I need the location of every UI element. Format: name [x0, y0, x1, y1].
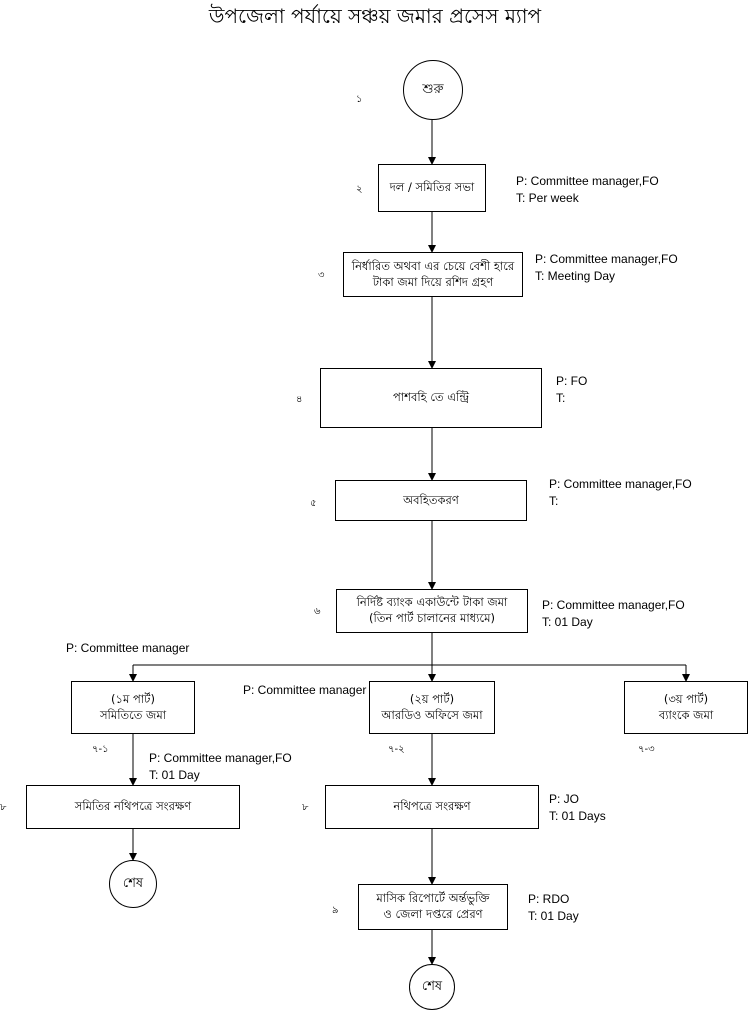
part-1-box: (১ম পার্ট) সমিতিতে জমা: [71, 681, 195, 734]
step-2-notes: P: Committee manager,FO T: Per week: [516, 173, 659, 208]
part-3-line-1: (৩য় পার্ট): [663, 691, 709, 706]
left-step-8-label: সমিতির নথিপত্রে সংরক্ষণ: [74, 799, 192, 814]
step-6-box: নির্দিষ্ট ব্যাংক একাউন্টে টাকা জমা (তিন …: [336, 589, 528, 633]
branch-note-left: P: Committee manager: [66, 641, 190, 655]
step-4-notes: P: FO T:: [556, 373, 587, 408]
step-5-label: অবহিতকরণ: [403, 492, 459, 507]
part-3-box: (৩য় পার্ট) ব্যাংকে জমা: [624, 681, 748, 734]
mid-step-8-label: নথিপত্রে সংরক্ষণ: [393, 799, 471, 814]
step-5-box: অবহিতকরণ: [335, 480, 527, 521]
part-2-box: (২য় পার্ট) আরডিও অফিসে জমা: [369, 681, 495, 734]
step-number-2: ২: [356, 184, 363, 195]
left-branch-time: T: 01 Day: [149, 768, 200, 783]
mid-step-9-box: মাসিক রিপোর্টে অর্ন্তভুক্তি ও জেলা দপ্তর…: [358, 884, 508, 930]
step-3-line-2: টাকা জমা দিয়ে রশিদ গ্রহণ: [372, 274, 494, 289]
step-3-time: T: Meeting Day: [535, 269, 616, 284]
step-2-time: T: Per week: [516, 191, 579, 206]
step-6-time: T: 01 Day: [542, 615, 593, 630]
step-5-time: T:: [549, 494, 559, 509]
step-2-label: দল / সমিতির সভা: [389, 180, 475, 195]
part-1-line-2: সমিতিতে জমা: [99, 707, 167, 722]
step-4-person: P: FO: [556, 374, 588, 388]
left-step-8-box: সমিতির নথিপত্রে সংরক্ষণ: [26, 785, 240, 829]
step-3-box: নির্ধারিত অথবা এর চেয়ে বেশী হারে টাকা জ…: [343, 252, 523, 297]
branch-note-middle: P: Committee manager: [243, 683, 367, 697]
left-step-8-number: ৮: [0, 802, 7, 813]
mid-step-8-number: ৮: [302, 802, 309, 813]
step-5-notes: P: Committee manager,FO T:: [549, 476, 692, 511]
step-number-6: ৬: [314, 606, 321, 617]
mid-step-9-number: ৯: [332, 905, 339, 916]
part-2-line-1: (২য় পার্ট): [409, 691, 455, 706]
step-6-line-1: নির্দিষ্ট ব্যাংক একাউন্টে টাকা জমা: [356, 595, 508, 610]
part-2-number: ৭-২: [388, 744, 405, 755]
part-3-line-2: ব্যাংকে জমা: [658, 707, 714, 722]
mid-step-9-time: T: 01 Day: [528, 909, 579, 924]
step-number-3: ৩: [318, 270, 325, 281]
step-5-person: P: Committee manager,FO: [549, 477, 692, 491]
mid-step-9-notes: P: RDO T: 01 Day: [528, 891, 579, 926]
part-1-line-1: (১ম পার্ট): [111, 691, 155, 706]
step-6-notes: P: Committee manager,FO T: 01 Day: [542, 597, 685, 632]
step-number-1: ১: [356, 94, 363, 105]
step-4-box: পাশবহি তে এন্ট্রি: [320, 368, 542, 428]
mid-end-node: শেষ: [409, 964, 455, 1010]
left-end-node: শেষ: [109, 860, 157, 908]
mid-step-9-person: P: RDO: [528, 892, 570, 906]
mid-step-9-line-2: ও জেলা দপ্তরে প্রেরণ: [383, 907, 483, 921]
step-3-line-1: নির্ধারিত অথবা এর চেয়ে বেশী হারে: [351, 258, 515, 273]
mid-end-label: শেষ: [421, 978, 443, 994]
step-number-4: ৪: [296, 394, 303, 405]
step-3-person: P: Committee manager,FO: [535, 252, 678, 266]
step-6-person: P: Committee manager,FO: [542, 598, 685, 612]
step-4-time: T:: [556, 391, 566, 406]
step-2-box: দল / সমিতির সভা: [378, 164, 486, 212]
start-node: শুরু: [403, 60, 463, 120]
mid-step-8-person: P: JO: [549, 792, 580, 806]
left-branch-notes: P: Committee manager,FO T: 01 Day: [149, 750, 292, 785]
step-2-person: P: Committee manager,FO: [516, 174, 659, 188]
left-end-label: শেষ: [122, 875, 144, 891]
part-1-number: ৭-১: [92, 744, 109, 755]
step-4-label: পাশবহি তে এন্ট্রি: [393, 390, 469, 405]
mid-step-8-time: T: 01 Days: [549, 809, 606, 824]
start-label: শুরু: [422, 81, 444, 97]
left-branch-person: P: Committee manager,FO: [149, 751, 292, 765]
mid-step-8-box: নথিপত্রে সংরক্ষণ: [325, 785, 539, 829]
part-2-line-2: আরডিও অফিসে জমা: [381, 707, 483, 722]
step-6-line-2: (তিন পার্ট চালানের মাধ্যমে): [369, 611, 495, 625]
page-title: উপজেলা পর্যায়ে সঞ্চয় জমার প্রসেস ম্যাপ: [208, 4, 542, 28]
mid-step-8-notes: P: JO T: 01 Days: [549, 791, 606, 826]
mid-step-9-line-1: মাসিক রিপোর্টে অর্ন্তভুক্তি: [376, 891, 490, 906]
part-3-number: ৭-৩: [638, 744, 655, 755]
step-3-notes: P: Committee manager,FO T: Meeting Day: [535, 251, 678, 286]
step-number-5: ৫: [310, 498, 317, 509]
